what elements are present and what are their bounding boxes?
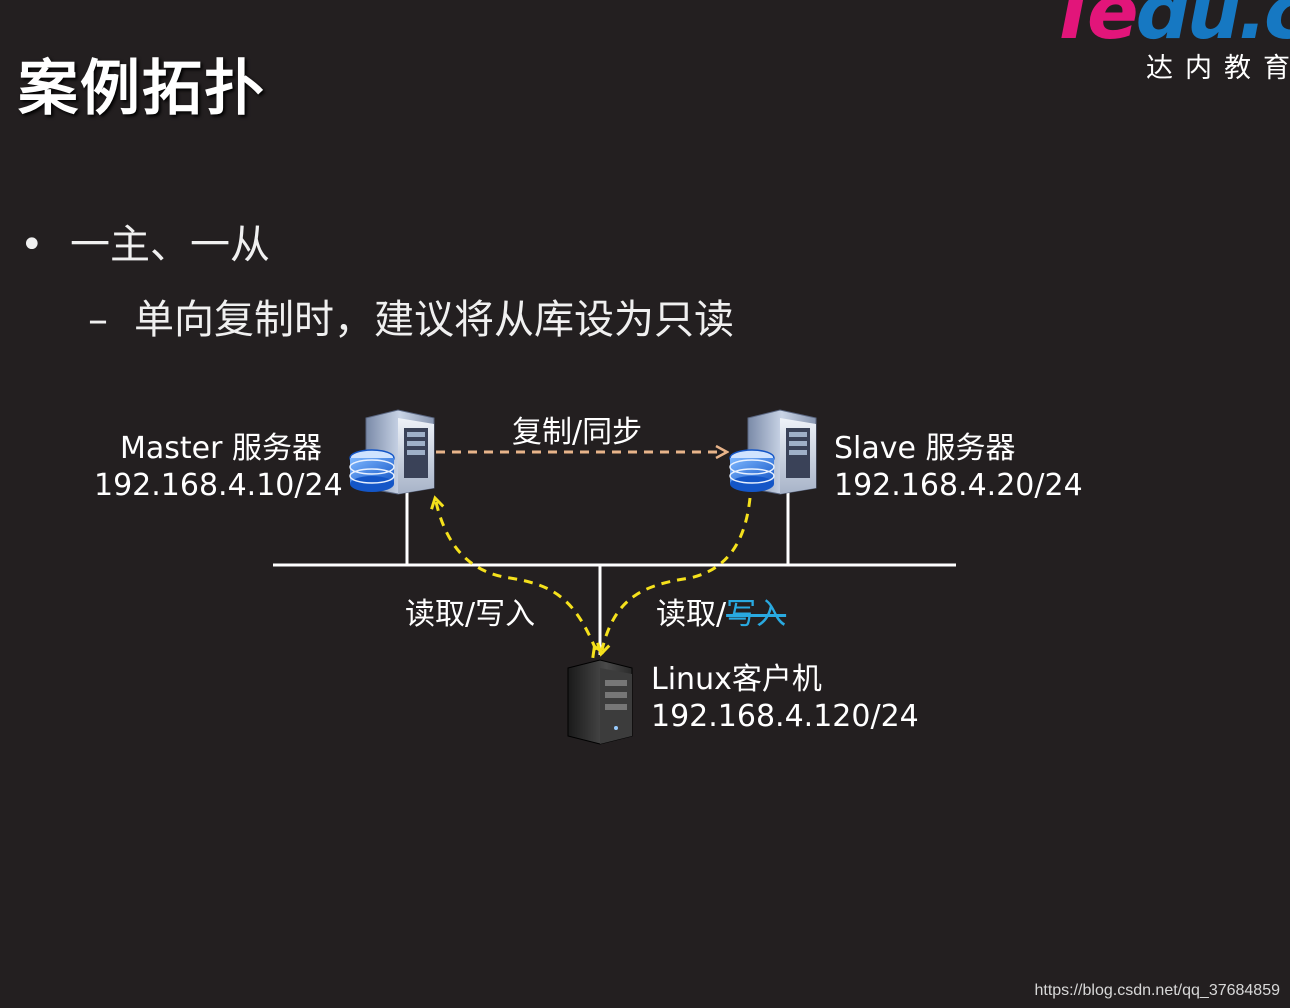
write-struck-text: 写入 [726,597,787,632]
master-ip: 192.168.4.10/24 [94,468,343,503]
client-name: Linux客户机 [651,662,822,697]
master-name: Master 服务器 [120,431,322,466]
tedu-logo: Tedu.cn 达内教育 [1048,0,1290,84]
client-computer-icon [567,659,633,745]
replication-label: 复制/同步 [512,415,643,450]
slave-server-icon [729,409,817,495]
client-ip: 192.168.4.120/24 [651,699,919,734]
sub-bullet-item: –单向复制时，建议将从库设为只读 [88,297,734,343]
master-access-label: 读取/写入 [405,597,536,632]
master-server-icon [349,409,435,495]
bullet-dot-icon: • [20,222,44,268]
dash-icon: – [88,297,108,343]
watermark: https://blog.csdn.net/qq_37684859 [1034,982,1280,999]
slave-access-label: 读取/写入 [656,597,787,632]
slave-ip: 192.168.4.20/24 [834,468,1083,503]
slide-title: 案例拓扑 [18,54,266,124]
slave-name: Slave 服务器 [834,431,1016,466]
master-access-arrow [430,495,605,659]
slave-access-arrow [596,497,752,657]
bullet-item: •一主、一从 [20,222,270,268]
